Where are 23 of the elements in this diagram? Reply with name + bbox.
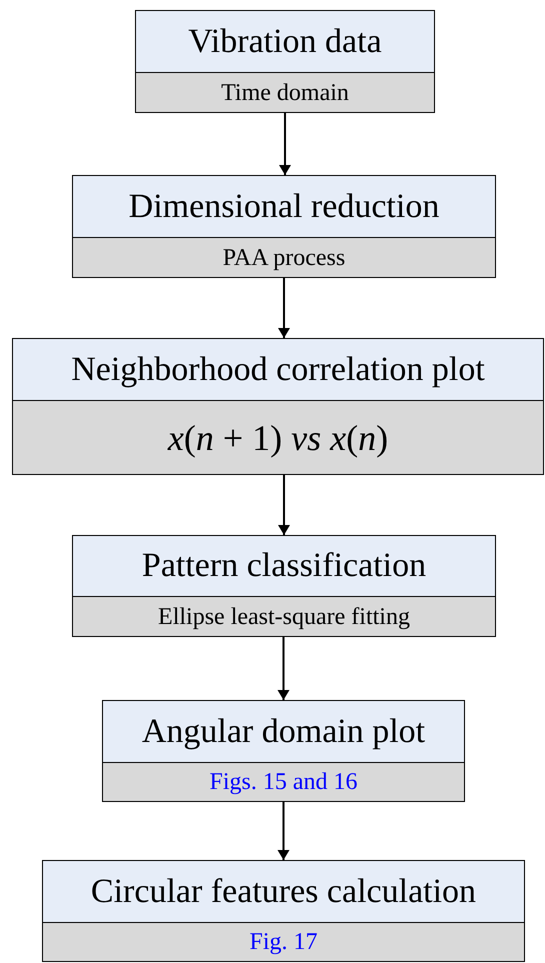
box-subtitle: PAA process <box>222 246 346 270</box>
arrow <box>278 637 290 700</box>
arrow <box>279 113 291 175</box>
box-subtitle: Time domain <box>221 80 349 104</box>
figure-reference: Figs. 15 and 16 <box>209 770 358 794</box>
process-box <box>12 338 544 475</box>
process-box <box>42 860 525 962</box>
box-heading: Dimensional reduction <box>128 190 440 224</box>
arrow <box>278 475 290 535</box>
process-box <box>72 175 496 278</box>
arrow <box>278 278 290 338</box>
box-heading: Pattern classification <box>142 549 426 583</box>
box-subtitle: Ellipse least-square fitting <box>158 604 410 628</box>
process-box <box>72 535 496 637</box>
process-box <box>135 10 435 113</box>
arrow <box>278 802 290 860</box>
box-heading: Vibration data <box>188 24 382 58</box>
box-subtitle: x(n + 1) vs x(n) <box>168 420 388 456</box>
figure-reference: Fig. 17 <box>249 930 318 954</box>
box-heading: Neighborhood correlation plot <box>71 352 485 386</box>
box-heading: Circular features calculation <box>90 874 476 908</box>
box-heading: Angular domain plot <box>142 714 426 748</box>
process-box <box>102 700 465 802</box>
